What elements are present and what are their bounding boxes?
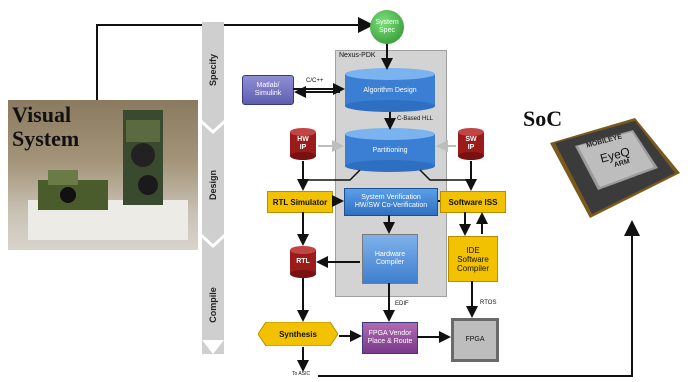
chip-icon xyxy=(550,118,680,218)
partitioning-label: Partitioning xyxy=(372,146,408,154)
hardware-compiler-line1: Hardware xyxy=(374,251,406,258)
fpga-vendor-line1: FPGA Vendor xyxy=(368,330,412,337)
cpp-label: C/C++ xyxy=(306,78,324,84)
system-spec-node: System Spec xyxy=(370,10,404,44)
synthesis-shape xyxy=(258,322,338,346)
partitioning-cylinder xyxy=(345,128,435,172)
system-spec-line2: Spec xyxy=(379,27,395,34)
hw-ip-line1: HW xyxy=(297,136,309,143)
photo-to-spec-arrow xyxy=(96,17,374,100)
hw-ip-line2: IP xyxy=(299,144,307,151)
nexus-pdk-title: Nexus-PDK xyxy=(339,52,376,59)
ide-line1: IDE xyxy=(466,245,480,255)
rtl-label: RTL xyxy=(296,258,310,265)
soc-title: SoC xyxy=(523,106,563,131)
fpga-vendor-box: FPGA Vendor Place & Route xyxy=(362,322,418,354)
hardware-compiler-box: Hardware Compiler xyxy=(362,234,418,284)
hardware-compiler-line2: Compiler xyxy=(375,259,404,266)
to-asic-label: To ASIC xyxy=(292,371,311,377)
fpga-box: FPGA xyxy=(451,318,499,362)
hardware-rig-illustration xyxy=(28,110,188,240)
algorithm-design-cylinder xyxy=(345,68,435,112)
edif-label: EDIF xyxy=(395,301,409,307)
matlab-line1: Matlab/ xyxy=(256,82,280,89)
hw-ip-label: HW IP xyxy=(290,134,316,154)
sw-ip-line2: IP xyxy=(467,144,475,151)
ide-line3: Compiler xyxy=(456,263,489,273)
hw-ip-cylinder xyxy=(290,128,316,160)
matlab-line2: Simulink xyxy=(254,90,282,97)
c-based-hll-label: C-Based HLL xyxy=(397,116,434,122)
matlab-simulink-box: Matlab/ Simulink xyxy=(242,75,294,105)
sw-ip-line1: SW xyxy=(465,136,477,143)
system-verification-line1: System Verification xyxy=(361,194,421,201)
rtl-simulator-box: RTL Simulator xyxy=(267,191,333,213)
algorithm-design-label: Algorithm Design xyxy=(363,86,417,94)
visual-system-photo xyxy=(8,100,198,250)
visual-system-title: Visual System xyxy=(12,103,79,151)
visual-system-line1: Visual xyxy=(12,102,72,127)
rtl-cylinder xyxy=(290,246,316,278)
system-verification-line2: HW/SW Co-Verification xyxy=(354,202,428,209)
visual-system-line2: System xyxy=(12,126,80,151)
rtos-label: RTOS xyxy=(480,300,497,306)
sw-ip-cylinder xyxy=(458,128,484,160)
phase-chevrons xyxy=(202,120,224,354)
system-spec-line1: System xyxy=(375,19,399,26)
synthesis-label: Synthesis xyxy=(279,329,317,339)
ide-software-compiler-box: IDE Software Compiler xyxy=(448,236,498,282)
asic-to-soc-arrow xyxy=(318,220,640,377)
fpga-vendor-line2: Place & Route xyxy=(367,338,413,345)
system-verification-box: System Verification HW/SW Co-Verificatio… xyxy=(344,188,438,216)
software-iss-box: Software ISS xyxy=(440,191,506,213)
soc-chip-image xyxy=(530,118,680,218)
phase-column xyxy=(202,22,224,354)
sw-ip-label: SW IP xyxy=(458,134,484,154)
ide-line2: Software xyxy=(457,254,489,264)
